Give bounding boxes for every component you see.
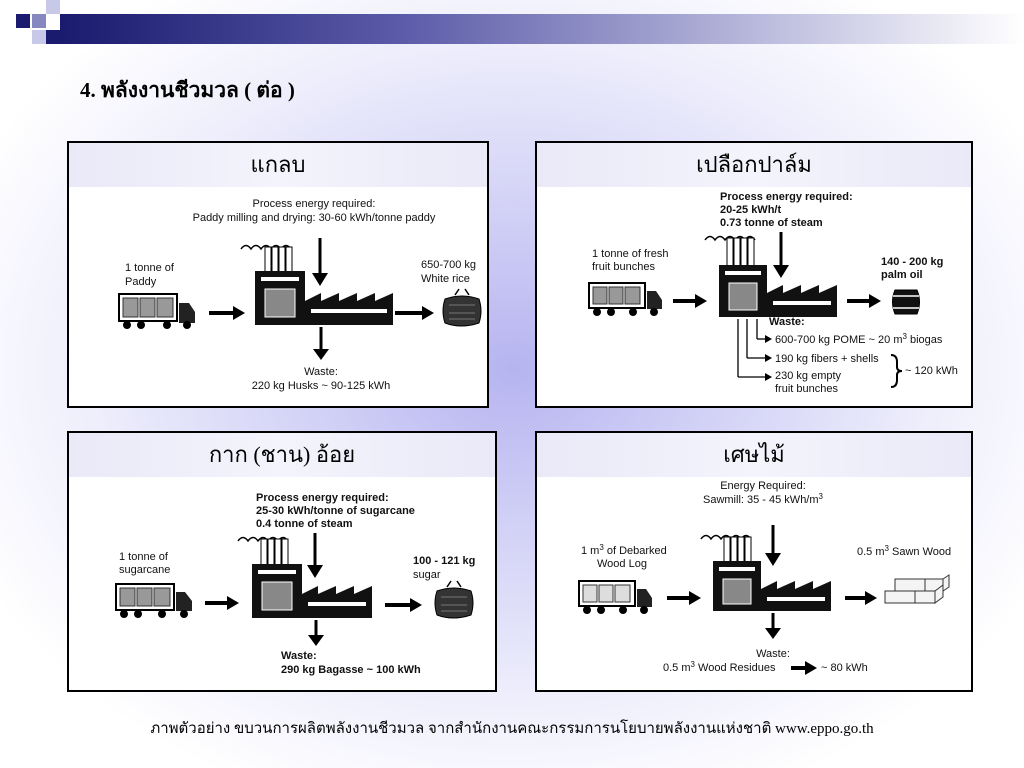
panel-title: เปลือกปาล์ม xyxy=(537,143,971,187)
output-label-line1: 140 - 200 kg xyxy=(881,256,943,268)
energy-input-arrowhead xyxy=(773,265,789,278)
waste-label: Waste: xyxy=(769,316,805,328)
process-energy-value: Sawmill: 35 - 45 kWh/m3 xyxy=(703,492,824,506)
panel-bagasse: กาก (ชาน) อ้อย Process energy required: … xyxy=(67,431,497,692)
slide-title: 4. พลังงานชีวมวล ( ต่อ ) xyxy=(80,78,295,102)
energy-input-arrowhead xyxy=(307,565,323,578)
input-label-line1: 1 m3 of Debarked xyxy=(581,543,667,557)
input-label-line1: 1 tonne of xyxy=(125,262,175,274)
waste-output-arrowhead xyxy=(308,635,324,646)
truck-icon xyxy=(578,580,652,614)
process-energy-label: Process energy required: xyxy=(720,191,853,203)
waste-energy: ~ 80 kWh xyxy=(821,662,868,674)
waste-value: 290 kg Bagasse ~ 100 kWh xyxy=(281,664,421,676)
waste-item-bunches-line1: 230 kg empty xyxy=(775,370,842,382)
title-bar-decoration xyxy=(16,0,1024,44)
waste-branch-lines xyxy=(737,319,765,378)
process-energy-line1: 25-30 kWh/tonne of sugarcane xyxy=(256,505,415,517)
arrow-to-factory xyxy=(667,591,701,605)
input-label-line1: 1 tonne of xyxy=(119,551,169,563)
palm-process-diagram: Process energy required: 20-25 kWh/t 0.7… xyxy=(588,191,958,395)
energy-input-arrowhead xyxy=(312,273,328,286)
factory-icon xyxy=(704,235,837,317)
waste-arrowhead-3 xyxy=(765,373,772,381)
truck-icon xyxy=(118,293,195,329)
sugar-sack-icon xyxy=(434,580,474,619)
rice-sack-icon xyxy=(442,288,482,327)
factory-icon xyxy=(240,244,393,325)
output-label-line2: sugar xyxy=(413,569,441,581)
source-caption: ภาพตัวอย่าง ขบวนการผลิตพลังงานชีวมวล จาก… xyxy=(150,721,874,737)
waste-arrowhead-2 xyxy=(765,354,772,362)
input-label-line2: fruit bunches xyxy=(592,261,655,273)
process-energy-value: Paddy milling and drying: 30-60 kWh/tonn… xyxy=(193,212,436,224)
truck-icon xyxy=(588,282,662,316)
waste-label: Waste: xyxy=(304,366,338,378)
output-label-line1: 100 - 121 kg xyxy=(413,555,475,567)
panel-title: กาก (ชาน) อ้อย xyxy=(69,433,495,477)
process-energy-label: Process energy required: xyxy=(256,492,389,504)
bagasse-process-diagram: Process energy required: 25-30 kWh/tonne… xyxy=(115,492,475,676)
output-label-line2: White rice xyxy=(421,273,470,285)
output-label: 0.5 m3 Sawn Wood xyxy=(857,544,951,558)
waste-label: Waste: xyxy=(281,650,317,662)
panel-title: เศษไม้ xyxy=(537,433,971,477)
input-label-line2: Wood Log xyxy=(597,558,647,570)
oil-barrel-icon xyxy=(892,289,920,315)
input-label-line2: sugarcane xyxy=(119,564,170,576)
process-energy-label: Energy Required: xyxy=(720,480,806,492)
waste-output-arrowhead xyxy=(313,349,329,360)
process-energy-line2: 0.4 tonne of steam xyxy=(256,518,353,530)
output-label-line2: palm oil xyxy=(881,269,923,281)
arrow-to-factory xyxy=(205,596,239,610)
arrow-to-output xyxy=(847,294,881,308)
input-label-line2: Paddy xyxy=(125,276,157,288)
rice-process-diagram: Process energy required: Paddy milling a… xyxy=(118,198,482,392)
waste-item-fibers: 190 kg fibers + shells xyxy=(775,353,879,365)
input-label-line1: 1 tonne of fresh xyxy=(592,248,668,260)
waste-label: Waste: xyxy=(756,648,790,660)
factory-icon xyxy=(237,536,372,618)
process-energy-label: Process energy required: xyxy=(253,198,376,210)
combined-energy: ~ 120 kWh xyxy=(905,365,958,377)
factory-icon xyxy=(700,534,831,611)
truck-icon xyxy=(115,583,192,618)
arrow-to-output xyxy=(385,598,422,612)
panel-rice-husk: แกลบ Process energy required: Paddy mill… xyxy=(67,141,489,408)
waste-value: 220 kg Husks ~ 90-125 kWh xyxy=(252,380,391,392)
process-energy-line1: 20-25 kWh/t xyxy=(720,204,781,216)
process-energy-line2: 0.73 tonne of steam xyxy=(720,217,823,229)
arrow-to-output xyxy=(845,591,877,605)
arrow-to-factory xyxy=(673,294,707,308)
panel-title: แกลบ xyxy=(69,143,487,187)
wood-process-diagram: Energy Required: Sawmill: 35 - 45 kWh/m3… xyxy=(578,480,951,675)
arrow-to-factory xyxy=(209,306,245,320)
grouping-brace xyxy=(890,354,903,388)
panel-palm-shell: เปลือกปาล์ม Process energy required: 20-… xyxy=(535,141,973,408)
sawn-wood-icon xyxy=(884,574,950,604)
waste-value: 0.5 m3 Wood Residues xyxy=(663,660,776,674)
energy-input-arrowhead xyxy=(765,553,781,566)
panel-wood-scraps: เศษไม้ Energy Required: Sawmill: 35 - 45… xyxy=(535,431,973,692)
waste-to-energy-arrow xyxy=(791,661,817,675)
output-label-line1: 650-700 kg xyxy=(421,259,476,271)
waste-output-arrowhead xyxy=(765,628,781,639)
waste-arrowhead-1 xyxy=(765,335,772,343)
arrow-to-output xyxy=(395,306,434,320)
waste-item-pome: 600-700 kg POME ~ 20 m3 biogas xyxy=(775,332,943,346)
waste-item-bunches-line2: fruit bunches xyxy=(775,383,838,395)
